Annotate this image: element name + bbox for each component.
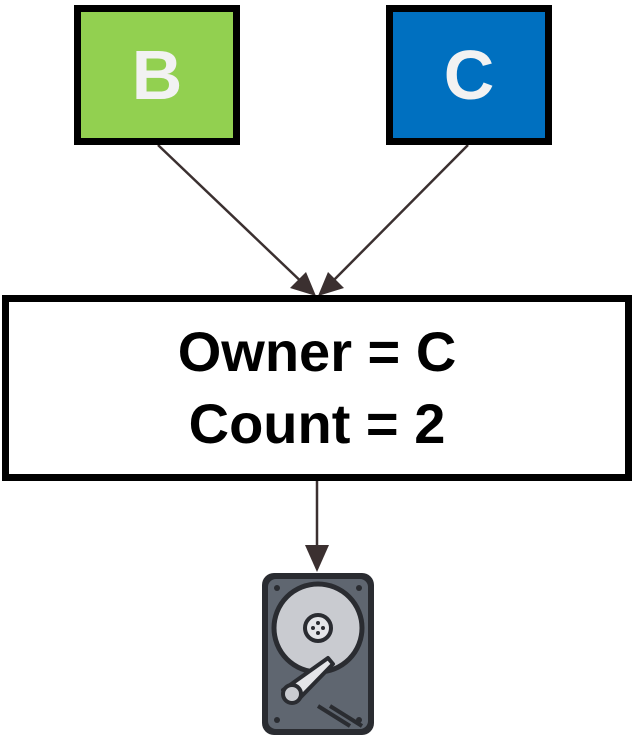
node-b: B xyxy=(74,5,240,145)
disk-screw xyxy=(356,585,362,591)
disk-spindle-dot xyxy=(316,631,320,635)
disk-spindle-dot xyxy=(311,626,315,630)
node-c-label: C xyxy=(443,36,495,114)
disk-connector-line xyxy=(316,704,352,728)
owner-count-box: Owner = C Count = 2 xyxy=(2,295,632,481)
owner-text: Owner = C xyxy=(177,320,457,383)
node-b-label: B xyxy=(131,36,183,114)
arrow-b-to-box xyxy=(157,144,311,291)
arrow-c-head xyxy=(318,272,344,296)
arrow-c-to-box xyxy=(323,144,469,291)
arrow-b-head xyxy=(290,272,316,296)
disk-screw xyxy=(274,585,280,591)
disk-spindle-dot xyxy=(316,621,320,625)
disk-arm-pivot xyxy=(281,683,303,705)
arrow-disk-head xyxy=(305,545,329,572)
disk-connector-line xyxy=(328,704,364,728)
node-c: C xyxy=(386,5,552,145)
disk-screw xyxy=(274,717,280,723)
disk-spindle-dot xyxy=(321,626,325,630)
disk-spindle xyxy=(303,613,333,643)
count-text: Count = 2 xyxy=(188,392,446,455)
